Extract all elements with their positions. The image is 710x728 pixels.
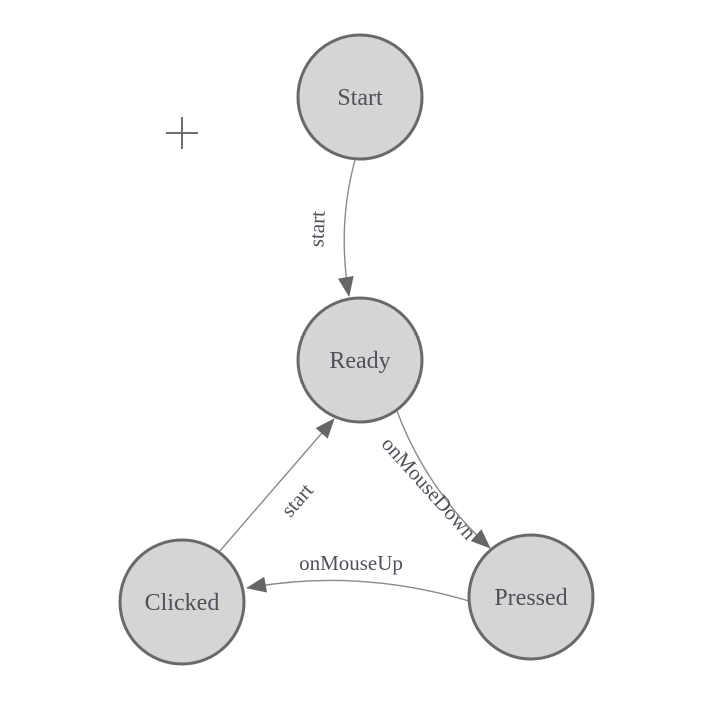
state-node-clicked-circle[interactable]: [118, 538, 246, 666]
edge-label-pressed-to-clicked: onMouseUp: [299, 551, 403, 575]
state-node-ready[interactable]: Ready: [296, 296, 424, 424]
edge-label-clicked-to-ready: start: [276, 478, 318, 521]
edge-start-to-ready[interactable]: [337, 159, 356, 297]
edge-ready-to-pressed[interactable]: [396, 410, 491, 549]
edge-pressed-to-clicked[interactable]: [246, 576, 470, 602]
state-node-clicked[interactable]: Clicked: [118, 538, 246, 666]
edge-label-start-to-ready: start: [304, 210, 330, 247]
state-node-start[interactable]: Start: [296, 33, 424, 161]
edge-clicked-to-ready[interactable]: [218, 418, 335, 553]
edges-layer: [218, 159, 491, 602]
state-node-start-circle[interactable]: [296, 33, 424, 161]
state-node-pressed[interactable]: Pressed: [467, 533, 595, 661]
state-node-ready-circle[interactable]: [296, 296, 424, 424]
nodes-layer: Start Ready Clicked Pressed: [118, 33, 595, 666]
state-node-pressed-circle[interactable]: [467, 533, 595, 661]
origin-cross-icon: [166, 117, 198, 149]
edge-label-ready-to-pressed: onMouseDown: [377, 432, 482, 545]
